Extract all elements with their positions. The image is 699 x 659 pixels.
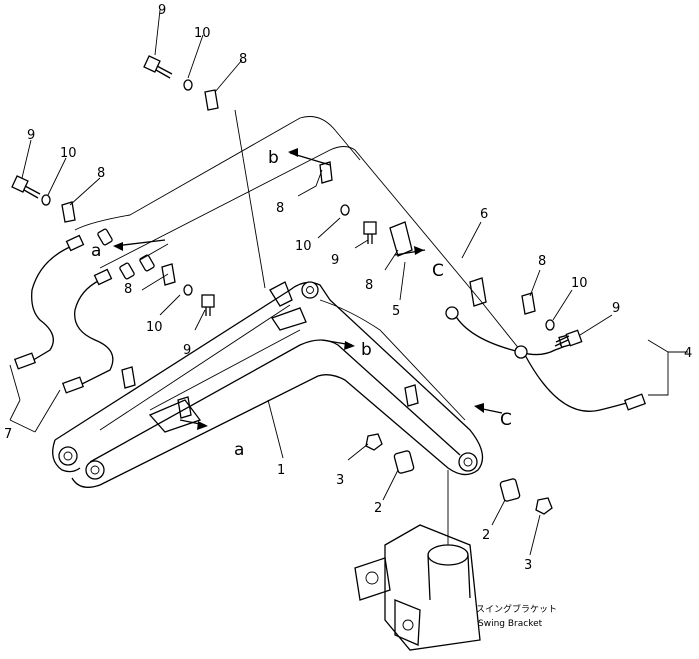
callout-8-b: 8 [276,201,284,216]
callout-2-right: 2 [482,528,490,543]
callout-8-c: 8 [365,278,373,293]
bolts-washers [11,55,583,347]
hose-4 [445,306,647,412]
callout-10-mid: 10 [295,239,312,254]
callout-8-mid2: 8 [124,282,132,297]
letter-a-upper: a [91,241,101,261]
letter-c-upper: C [432,261,444,281]
callout-8-left: 8 [97,166,105,181]
callout-10-right: 10 [571,276,588,291]
callout-9-left: 9 [27,128,35,143]
callout-4: 4 [684,346,692,361]
direction-arrows [113,148,503,430]
callout-3-right: 3 [524,558,532,573]
letter-b-upper: b [268,148,279,168]
callout-10-mid2: 10 [146,320,163,335]
callout-9-mid: 9 [331,253,339,268]
callout-9-top: 9 [158,3,166,18]
clamps [61,89,536,419]
callout-7: 7 [4,427,12,442]
callout-9-mid2: 9 [183,343,191,358]
callout-8-right: 8 [538,254,546,269]
callout-2-left: 2 [374,501,382,516]
hose-7 [13,234,114,394]
caption-jp: スイングブラケット [476,603,557,615]
callout-labels: 9 10 8 9 10 8 8 10 9 8 10 9 6 8 5 8 10 9… [4,3,692,573]
bushings-nuts [365,433,553,515]
swing-bracket [354,470,481,651]
swing-bracket-caption: スイングブラケット Swing Bracket [476,603,557,629]
callout-8-top: 8 [239,52,247,67]
callout-1: 1 [277,463,285,478]
section-letters: b a C b C a [91,148,512,460]
boom [52,281,484,488]
callout-3-left: 3 [336,473,344,488]
boom-outline [74,116,521,351]
leader-lines [9,9,688,556]
callout-5: 5 [392,304,400,319]
letter-a-lower: a [234,440,244,460]
callout-9-right: 9 [612,301,620,316]
callout-10-left: 10 [60,146,77,161]
letter-b-lower: b [361,340,372,360]
caption-en: Swing Bracket [478,619,543,629]
callout-10-top: 10 [194,26,211,41]
fittings [97,221,487,307]
callout-6: 6 [480,207,488,222]
letter-c-lower: C [500,410,512,430]
